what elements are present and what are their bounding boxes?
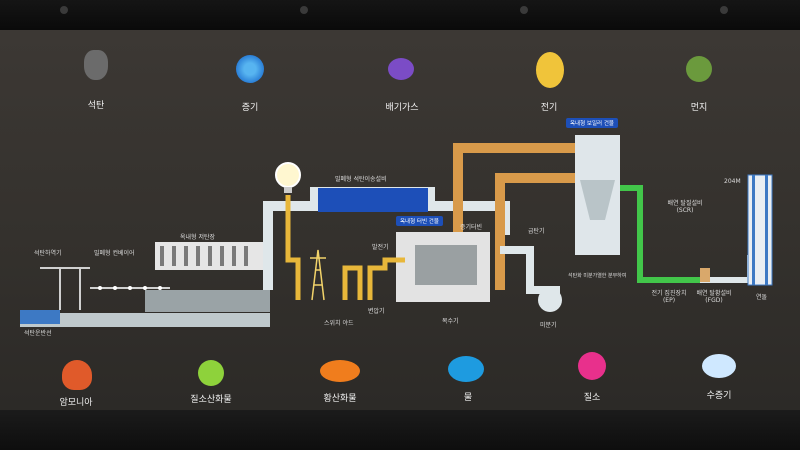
light-bulb-icon (275, 162, 301, 188)
label-fgd: 배연 탈황설비 (FGD) (696, 290, 732, 304)
bottom-label-vapor: 수증기 (706, 391, 732, 401)
label-storage: 옥내형 저탄장 (180, 234, 216, 241)
electricity-character-icon (536, 52, 564, 88)
ceiling-lamp (60, 6, 68, 14)
ceiling-lamp (520, 6, 528, 14)
coal-mill-icon (538, 288, 562, 312)
sulfur-oxide-character-icon (320, 360, 360, 382)
ceiling-lamp (300, 6, 308, 14)
label-switchyard: 스위치 야드 (324, 320, 354, 327)
label-stack: 연돌 (756, 294, 768, 301)
label-conveyor: 밀폐형 컨베이어 (94, 250, 135, 257)
conveyor-belt (90, 286, 170, 290)
storage-vents (160, 246, 248, 266)
dust-character-icon (686, 56, 712, 82)
label-condenser: 복수기 (442, 318, 459, 325)
label-ship: 석탄운반선 (24, 330, 52, 337)
label-boiler-building: 옥내형 보일러 건물 (566, 118, 618, 128)
label-turbine: 증기터빈 (460, 224, 483, 231)
steam-drops-icon (236, 55, 264, 83)
label-condenser-ap: 급탄기 (528, 228, 545, 235)
coal-pile (145, 290, 270, 312)
scr-line-green (620, 185, 700, 283)
exhaust-gas-character-icon (388, 58, 414, 80)
nitrogen-character-icon (578, 352, 606, 380)
coal-transport-conveyor-box (318, 188, 428, 212)
top-label-steam: 증기 (241, 103, 259, 113)
top-label-electricity: 전기 (540, 103, 558, 113)
label-coal-mill: 미분기 (540, 322, 557, 329)
coal-character-icon (84, 50, 108, 80)
turbine-unit (415, 245, 477, 285)
boiler-hopper (580, 180, 615, 220)
transmission-tower-icon (310, 249, 326, 301)
bottom-label-nox: 질소산화물 (190, 395, 232, 405)
power-line-yellow (285, 195, 301, 300)
nitrogen-oxide-character-icon (198, 360, 224, 386)
bottom-label-ammonia: 암모니아 (59, 398, 93, 408)
water-vapor-cloud-icon (702, 354, 736, 378)
top-label-coal: 석탄 (87, 101, 105, 111)
label-boiler-note: 석탄화 미분가열한 분무하여 (568, 273, 627, 279)
flue-pipe (500, 246, 560, 294)
ground-platform (20, 313, 270, 327)
label-unloader: 석탄하역기 (34, 250, 62, 257)
top-label-dust: 먼지 (690, 103, 708, 113)
label-generator: 발전기 (372, 244, 389, 251)
floor (0, 410, 800, 450)
unloader-crane (40, 267, 90, 310)
stack-icon (747, 174, 773, 286)
ammonia-character-icon (62, 360, 92, 390)
label-stack-height: 204M (724, 178, 741, 185)
bottom-label-nitrogen: 질소 (583, 393, 601, 403)
water-character-icon (448, 356, 484, 382)
ceiling-lamp (720, 6, 728, 14)
label-coal-transport: 밀폐형 석탄이송설비 (335, 176, 387, 183)
bottom-label-sox: 황산화물 (323, 394, 357, 404)
label-scr: 배연 탈질설비 (SCR) (667, 200, 703, 214)
switchyard-wiring (342, 257, 405, 300)
label-indoor-turbine: 옥내형 터빈 건물 (396, 216, 443, 226)
top-label-exhaust: 배기가스 (385, 103, 419, 113)
label-transformer: 변압기 (368, 308, 385, 315)
sea-water (20, 310, 60, 324)
bottom-label-water: 물 (463, 393, 473, 403)
fgd-unit (700, 268, 710, 282)
label-ep: 전기 집진장치 (EP) (651, 290, 687, 304)
ceiling (0, 0, 800, 30)
